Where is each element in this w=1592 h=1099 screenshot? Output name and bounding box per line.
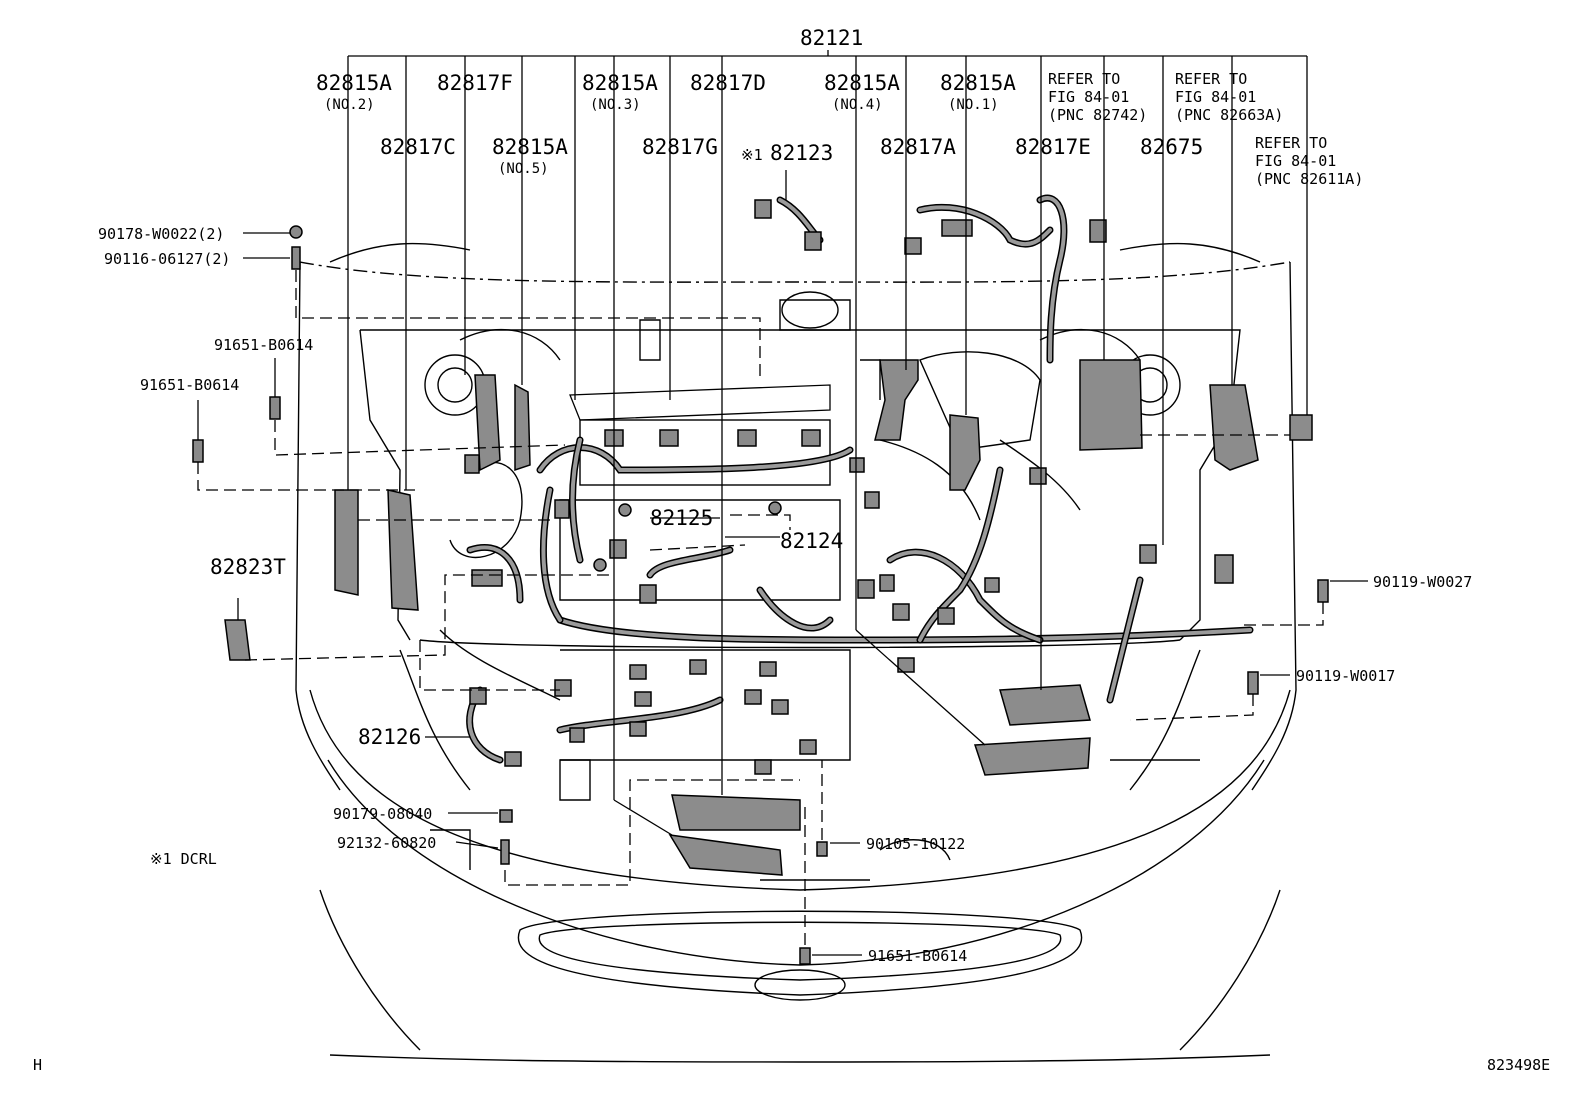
refer-82663A-line2: FIG 84-01 bbox=[1175, 88, 1256, 106]
refer-82663A-line1: REFER TO bbox=[1175, 70, 1247, 88]
harness-connectors bbox=[464, 199, 1234, 775]
label-82126: 82126 bbox=[358, 725, 421, 749]
label-82815A-no5-sub: (NO.5) bbox=[498, 161, 549, 177]
part-labels: 82121 82815A (NO.2) 82817F 82815A (NO.3)… bbox=[210, 26, 1203, 749]
label-92132-60820: 92132-60820 bbox=[337, 834, 436, 852]
refer-82611A-line3: (PNC 82611A) bbox=[1255, 170, 1363, 188]
label-82817G: 82817G bbox=[642, 135, 718, 159]
label-82815A-no2-sub: (NO.2) bbox=[324, 97, 375, 113]
figure-id: 823498E bbox=[1487, 1056, 1550, 1074]
wire-harness-main bbox=[466, 194, 1254, 764]
label-82823T: 82823T bbox=[210, 555, 286, 579]
label-82123-mark: ※1 bbox=[741, 146, 763, 164]
label-82675: 82675 bbox=[1140, 135, 1203, 159]
label-82817E: 82817E bbox=[1015, 135, 1091, 159]
label-90119-W0017: 90119-W0017 bbox=[1296, 667, 1395, 685]
label-leaders bbox=[197, 170, 1368, 956]
label-82123: 82123 bbox=[770, 141, 833, 165]
label-82817A: 82817A bbox=[880, 135, 956, 159]
label-82124: 82124 bbox=[780, 529, 843, 553]
label-90178-W0022: 90178-W0022(2) bbox=[98, 225, 224, 243]
label-91651-B0614-c: 91651-B0614 bbox=[868, 947, 967, 965]
label-82815A-no3-sub: (NO.3) bbox=[590, 97, 641, 113]
label-82815A-no4-sub: (NO.4) bbox=[832, 97, 883, 113]
label-90105-10122: 90105-10122 bbox=[866, 835, 965, 853]
label-82815A-no5: 82815A bbox=[492, 135, 568, 159]
main-part-bracket bbox=[347, 50, 1308, 836]
refer-82742-line2: FIG 84-01 bbox=[1048, 88, 1129, 106]
label-82817F: 82817F bbox=[437, 71, 513, 95]
refer-notes: REFER TO FIG 84-01 (PNC 82742) REFER TO … bbox=[1048, 70, 1363, 188]
label-82815A-no2: 82815A bbox=[316, 71, 392, 95]
corner-mark: H bbox=[33, 1056, 42, 1074]
footnote: ※1 DCRL bbox=[150, 850, 217, 868]
vehicle-body-outline bbox=[295, 242, 1297, 1063]
leader-lines bbox=[197, 270, 1324, 945]
label-82125: 82125 bbox=[650, 506, 713, 530]
engine-block bbox=[559, 291, 881, 761]
label-82817D: 82817D bbox=[690, 71, 766, 95]
refer-82663A-line3: (PNC 82663A) bbox=[1175, 106, 1283, 124]
label-91651-B0614-b: 91651-B0614 bbox=[140, 376, 239, 394]
label-82121: 82121 bbox=[800, 26, 863, 50]
label-82815A-no4: 82815A bbox=[824, 71, 900, 95]
label-82815A-no1: 82815A bbox=[940, 71, 1016, 95]
label-90116-06127: 90116-06127(2) bbox=[104, 250, 230, 268]
label-90119-W0027: 90119-W0027 bbox=[1373, 573, 1472, 591]
harness-protectors bbox=[224, 359, 1313, 876]
label-82815A-no3: 82815A bbox=[582, 71, 658, 95]
refer-82611A-line2: FIG 84-01 bbox=[1255, 152, 1336, 170]
fastener-labels: 90178-W0022(2) 90116-06127(2) 91651-B061… bbox=[98, 225, 1472, 965]
refer-82611A-line1: REFER TO bbox=[1255, 134, 1327, 152]
label-82815A-no1-sub: (NO.1) bbox=[948, 97, 999, 113]
label-90179-08040: 90179-08040 bbox=[333, 805, 432, 823]
refer-82742-line3: (PNC 82742) bbox=[1048, 106, 1147, 124]
refer-82742-line1: REFER TO bbox=[1048, 70, 1120, 88]
label-91651-B0614-a: 91651-B0614 bbox=[214, 336, 313, 354]
label-82817C: 82817C bbox=[380, 135, 456, 159]
